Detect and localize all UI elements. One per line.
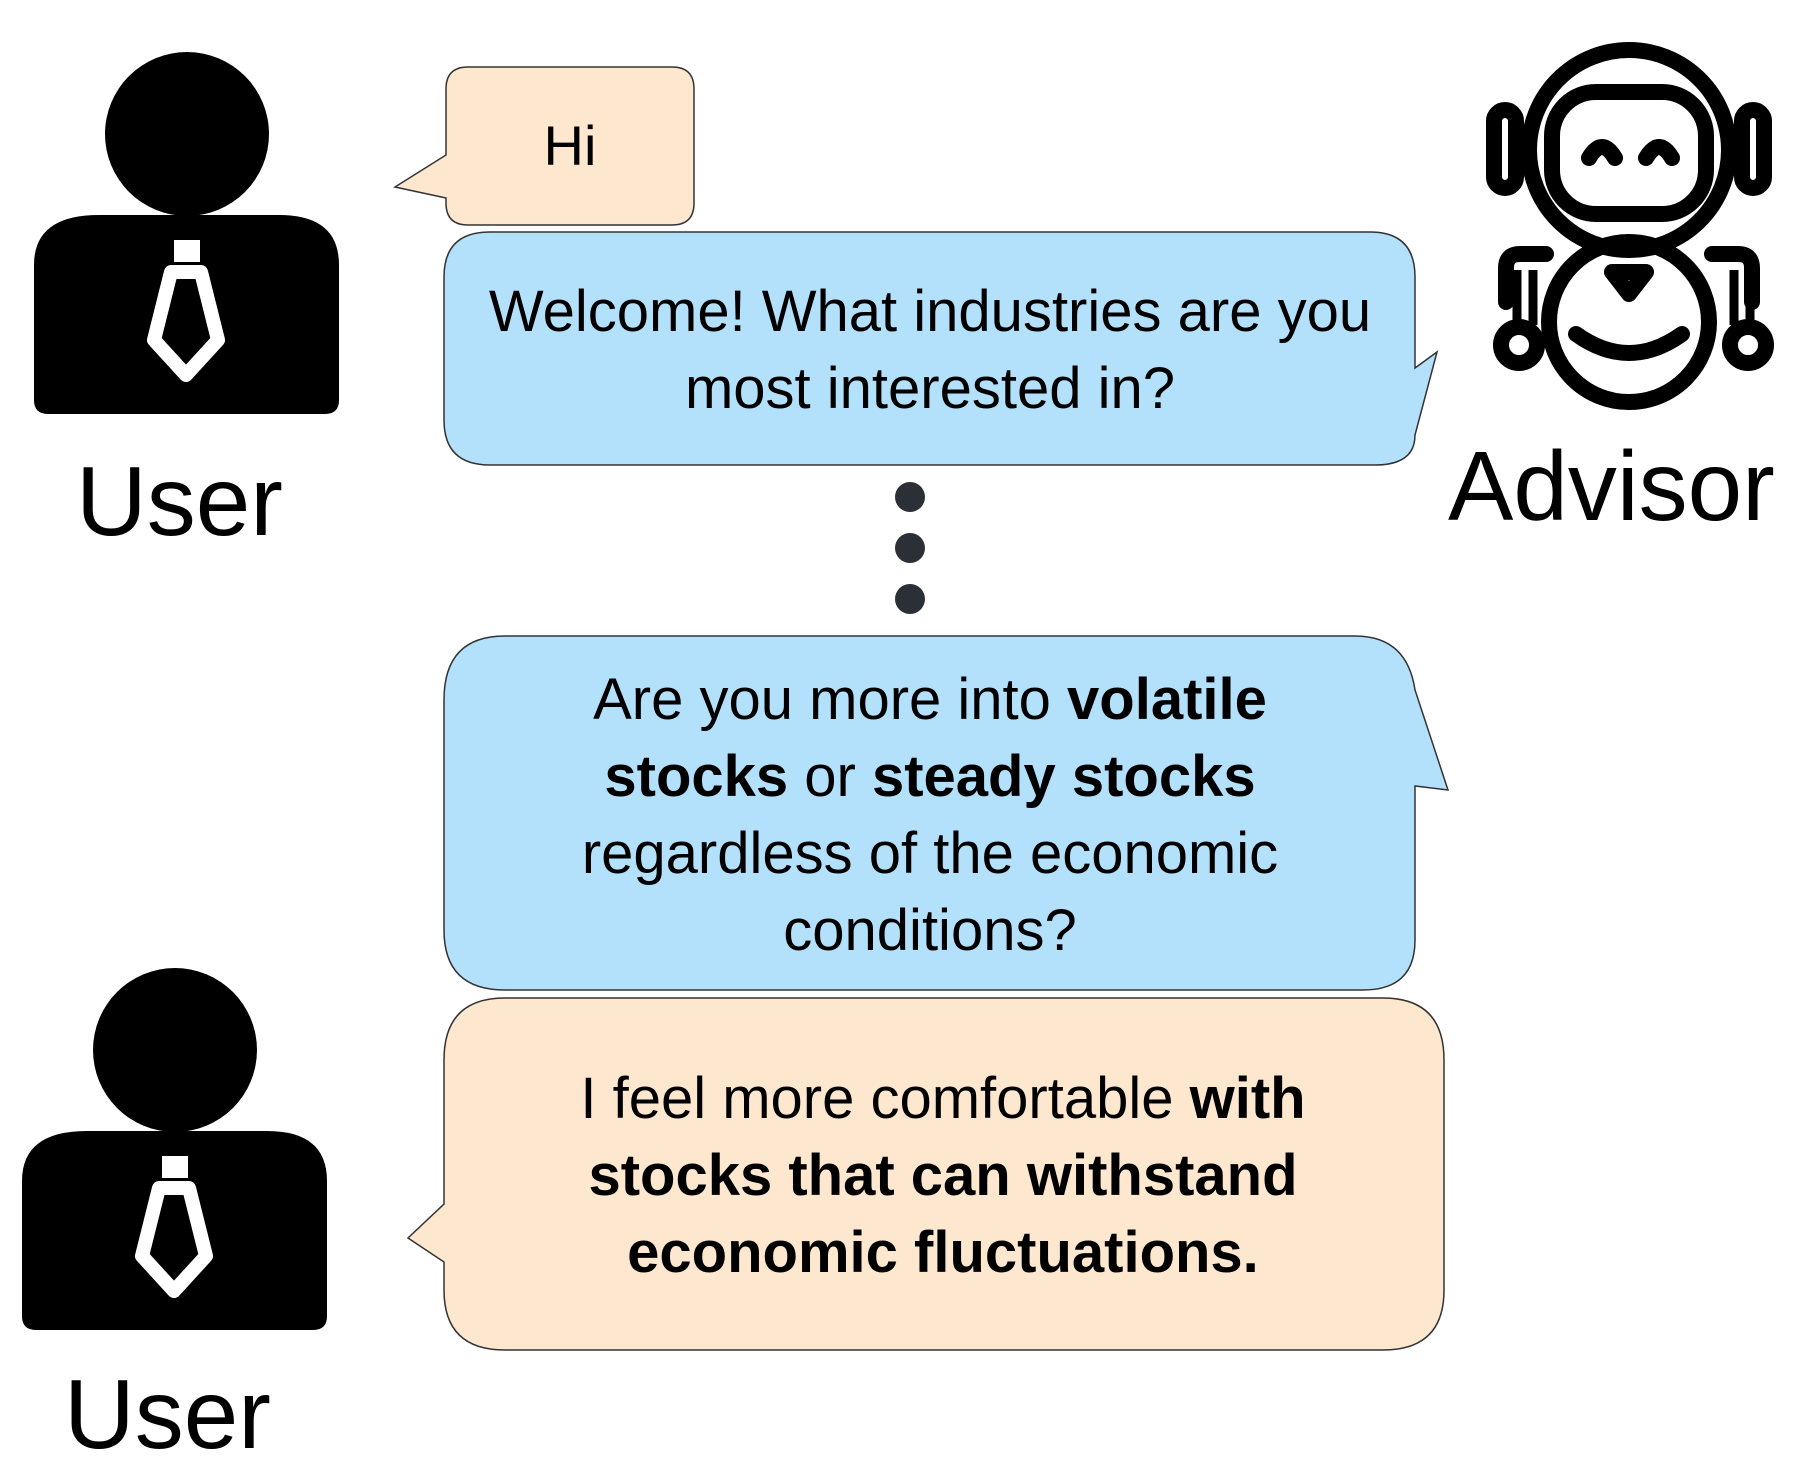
advisor-label: Advisor [1448, 431, 1775, 541]
robot-icon [1486, 42, 1774, 410]
businessman-icon [22, 968, 327, 1330]
message-text: Hi [543, 114, 597, 178]
advisor-bubble-question [443, 635, 1450, 991]
emphasis-text: volatile stocks [604, 667, 1267, 809]
message-1-text: Hi [446, 67, 694, 225]
user-label-top: User [76, 446, 283, 556]
message-text: Welcome! What industries are you most in… [488, 279, 1372, 421]
emphasis-text: steady stocks [871, 744, 1256, 809]
message-2-text: Welcome! What industries are you most in… [470, 265, 1390, 435]
message-3-text: Are you more into volatile stocks or ste… [530, 660, 1330, 970]
message-1-content: Hi [544, 112, 597, 179]
message-4-text: I feel more comfortable with stocks that… [520, 1060, 1366, 1290]
businessman-icon [34, 52, 339, 414]
message-text: Are you more into [593, 667, 1068, 732]
user-bubble-answer [406, 997, 1445, 1351]
ellipsis-dot [895, 584, 925, 614]
message-text: or [788, 744, 872, 809]
ellipsis-dot [895, 533, 925, 563]
ellipsis-dot [895, 482, 925, 512]
message-2-content: Welcome! What industries are you most in… [470, 273, 1390, 427]
emphasis-text: with stocks that can withstand economic … [588, 1065, 1306, 1285]
user-bubble-hi [393, 66, 695, 226]
message-text: I feel more comfortable [580, 1065, 1190, 1131]
user-label-bottom: User [64, 1359, 271, 1469]
advisor-bubble-welcome [443, 231, 1439, 466]
message-text: regardless of the economic conditions? [581, 821, 1279, 963]
message-4-content: I feel more comfortable with stocks that… [520, 1060, 1366, 1291]
message-3-content: Are you more into volatile stocks or ste… [530, 661, 1330, 969]
